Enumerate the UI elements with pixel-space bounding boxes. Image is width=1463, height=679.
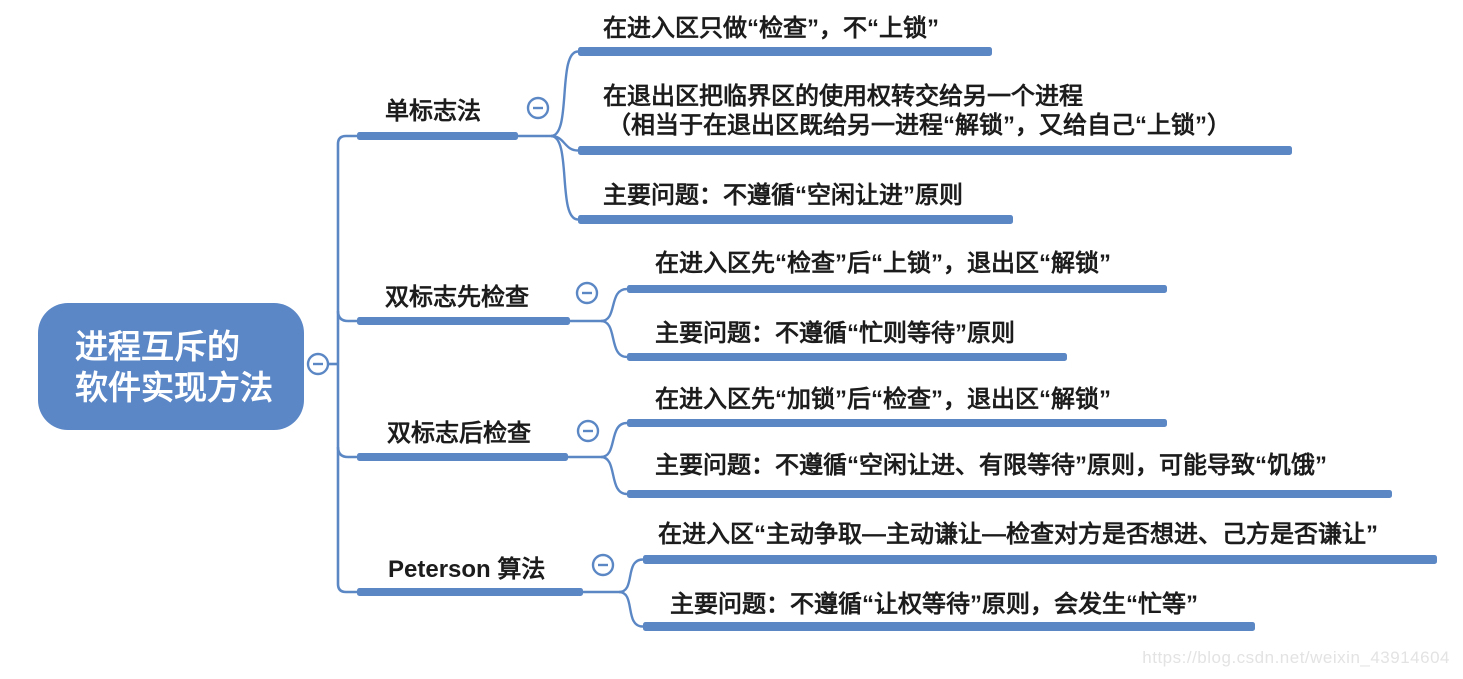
branch-1-child-3-text[interactable]: 主要问题：不遵循“空闲让进”原则 (603, 182, 963, 209)
branch-4-underline (357, 588, 583, 596)
branch-3-label[interactable]: 双标志后检查 (387, 420, 531, 447)
root-node[interactable]: 进程互斥的 软件实现方法 (38, 303, 304, 430)
branch-3-children-bracket (568, 421, 628, 496)
branch-underlines (357, 132, 583, 596)
branch-4-child-1-text[interactable]: 在进入区“主动争取—主动谦让—检查对方是否想进、己方是否谦让” (658, 521, 1378, 548)
branch-4-child-2-text[interactable]: 主要问题：不遵循“让权等待”原则，会发生“忙等” (670, 591, 1198, 618)
child-4-1-underline (643, 555, 1437, 564)
branch-1-child-1-text[interactable]: 在进入区只做“检查”，不“上锁” (603, 15, 939, 42)
collapse-button-root[interactable] (306, 352, 330, 376)
branch-4-label[interactable]: Peterson 算法 (388, 556, 546, 583)
branch-1-label[interactable]: 单标志法 (385, 98, 481, 125)
child-3-1-underline (627, 419, 1167, 427)
branch-2-label[interactable]: 双标志先检查 (385, 284, 529, 311)
root-title-line-1: 进程互斥的 (75, 327, 240, 365)
child-1-1-underline (578, 47, 992, 56)
root-title-line-2: 软件实现方法 (75, 368, 273, 406)
branch-1-children-bracket (518, 50, 579, 221)
child-underlines (578, 47, 1437, 631)
branch-1-child-2-text-line-1[interactable]: 在退出区把临界区的使用权转交给另一个进程 (603, 83, 1083, 110)
child-1-3-underline (578, 215, 1013, 224)
watermark-url: https://blog.csdn.net/weixin_43914604 (1142, 648, 1450, 667)
collapse-button-branch-2[interactable] (575, 281, 599, 305)
collapse-button-branch-1[interactable] (526, 96, 550, 120)
branch-3-child-2-text[interactable]: 主要问题：不遵循“空闲让进、有限等待”原则，可能导致“饥饿” (655, 452, 1327, 479)
child-2-1-underline (627, 285, 1167, 293)
branch-2-children-bracket (570, 287, 628, 359)
collapse-button-branch-3[interactable] (576, 419, 600, 443)
branch-2-underline (357, 317, 570, 325)
branch-2-child-1-text[interactable]: 在进入区先“检查”后“上锁”，退出区“解锁” (655, 250, 1111, 277)
branch-4-children-bracket (583, 558, 644, 628)
branch-2-child-2-text[interactable]: 主要问题：不遵循“忙则等待”原则 (655, 320, 1015, 347)
collapse-button-branch-4[interactable] (591, 553, 615, 577)
branch-3-underline (357, 453, 568, 461)
child-1-2-underline (578, 146, 1292, 155)
child-3-2-underline (627, 490, 1392, 498)
child-2-2-underline (627, 353, 1067, 361)
branch-3-child-1-text[interactable]: 在进入区先“加锁”后“检查”，退出区“解锁” (655, 386, 1111, 413)
branch-1-child-2-text-line-2[interactable]: （相当于在退出区既给另一进程“解锁”，又给自己“上锁”） (607, 112, 1231, 139)
child-4-2-underline (643, 622, 1255, 631)
branch-1-underline (357, 132, 518, 140)
trunk-connector (328, 134, 357, 594)
